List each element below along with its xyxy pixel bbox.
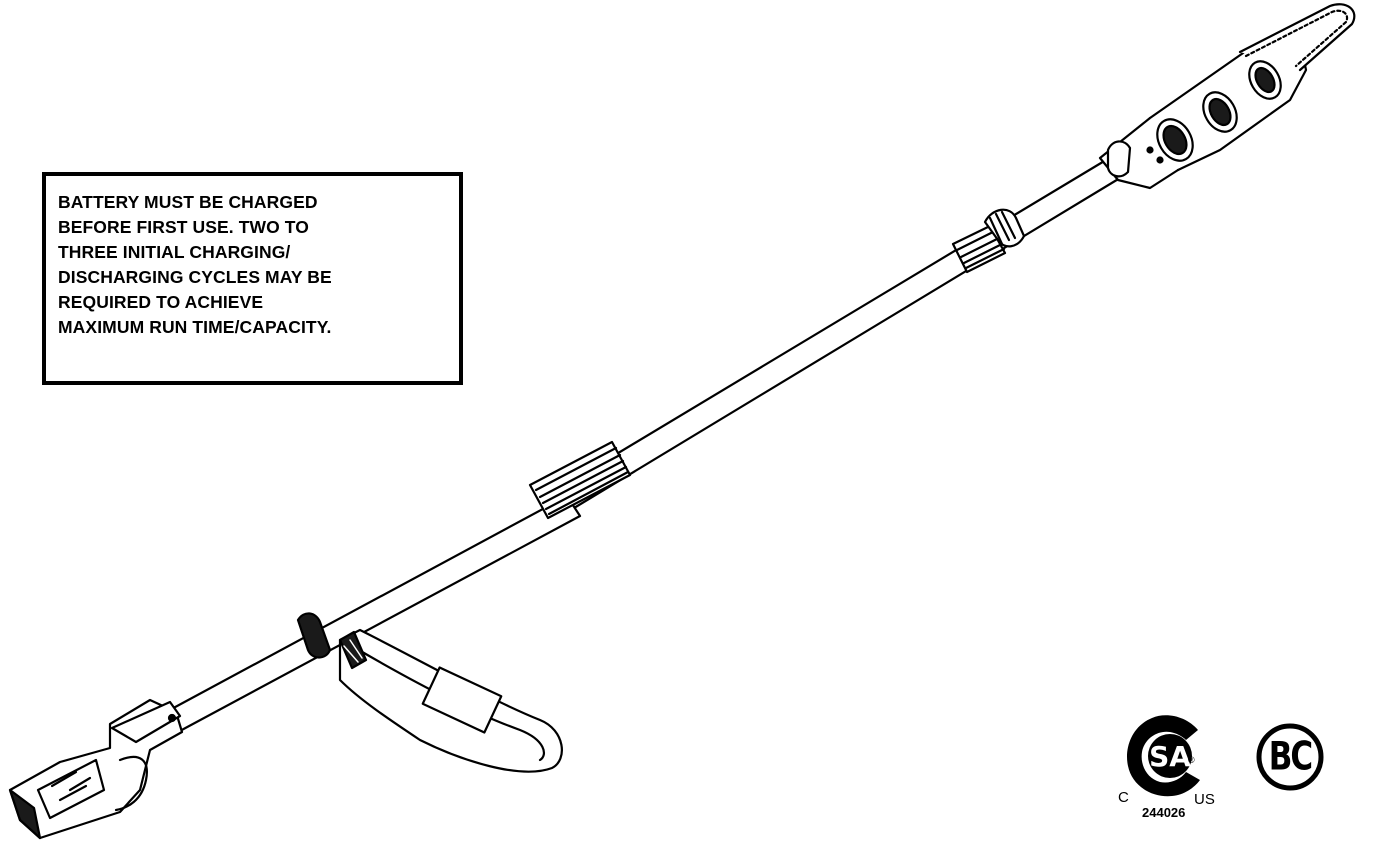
csa-us-label: US bbox=[1194, 791, 1215, 808]
notice-line: BEFORE FIRST USE. TWO TO bbox=[58, 217, 309, 237]
notice-line: MAXIMUM RUN TIME/CAPACITY. bbox=[58, 317, 332, 337]
rear-handle bbox=[8, 698, 184, 840]
notice-line: THREE INITIAL CHARGING/ bbox=[58, 242, 291, 262]
csa-certification-mark: SA ® C US 244026 bbox=[1118, 712, 1228, 840]
battery-charging-notice: BATTERY MUST BE CHARGED BEFORE FIRST USE… bbox=[42, 172, 463, 385]
pole-upper-section bbox=[558, 158, 1122, 510]
bc-circle-icon bbox=[1256, 723, 1324, 791]
middle-collar bbox=[528, 440, 632, 520]
notice-line: DISCHARGING CYCLES MAY BE bbox=[58, 267, 332, 287]
bc-certification-mark: BC bbox=[1255, 722, 1325, 792]
notice-line: REQUIRED TO ACHIEVE bbox=[58, 292, 264, 312]
csa-logo-icon: SA bbox=[1127, 715, 1200, 797]
csa-canada-label: C bbox=[1118, 789, 1129, 806]
upper-collar bbox=[951, 208, 1026, 274]
chain-bar bbox=[1238, 3, 1356, 72]
bc-logo-text: BC bbox=[1268, 734, 1313, 780]
lower-ring bbox=[296, 612, 332, 659]
saw-head bbox=[1098, 38, 1308, 190]
shoulder-strap bbox=[338, 628, 563, 773]
csa-logo-text: SA bbox=[1149, 740, 1191, 773]
csa-certificate-number: 244026 bbox=[1142, 805, 1186, 820]
notice-line: BATTERY MUST BE CHARGED bbox=[58, 192, 318, 212]
registered-mark: ® bbox=[1188, 755, 1195, 765]
